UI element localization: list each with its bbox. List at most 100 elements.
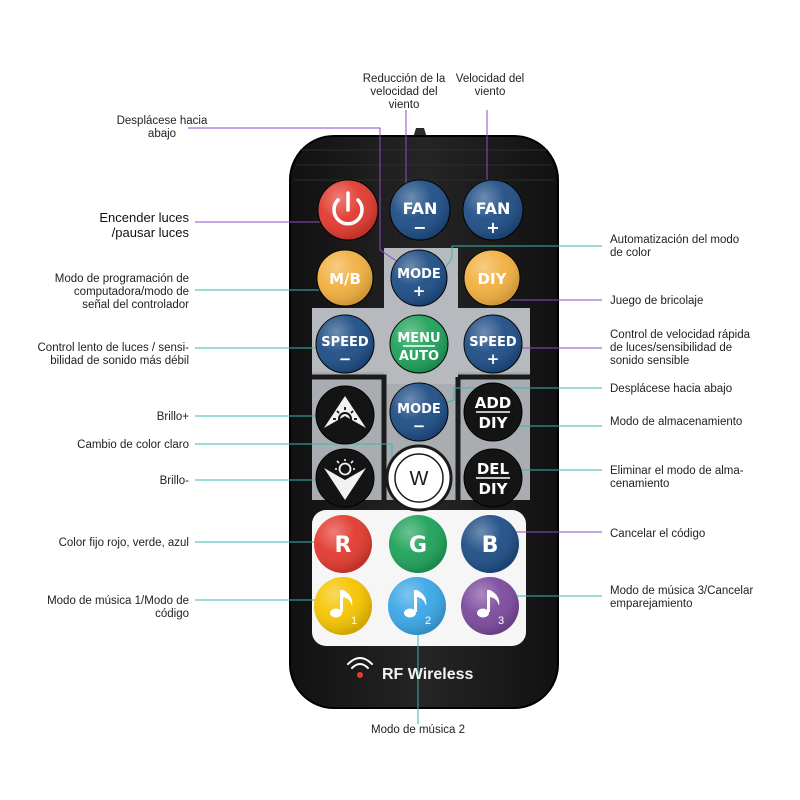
callout-storage-mode: Modo de almacenamiento: [610, 416, 742, 428]
speed-plus-button[interactable]: SPEED +: [463, 314, 523, 374]
add-diy-button[interactable]: ADD DIY: [463, 382, 523, 442]
white-button[interactable]: W: [385, 444, 453, 512]
callout-auto-color: Automatización del modo de color: [610, 234, 739, 259]
power-button[interactable]: [317, 179, 379, 241]
callout-line: viento: [475, 86, 506, 98]
callout-line: cenamiento: [610, 478, 669, 490]
callout-line: abajo: [148, 128, 176, 140]
callout-line: computadora/modo de: [74, 286, 189, 298]
b-label: B: [482, 533, 499, 558]
fan-plus-sign: +: [486, 218, 499, 237]
brightness-down-button[interactable]: [315, 448, 375, 508]
mode-plus-button[interactable]: MODE +: [390, 249, 448, 307]
mode-plus-label: MODE: [397, 267, 441, 282]
callout-line: Eliminar el modo de alma-: [610, 465, 744, 477]
auto-label: AUTO: [399, 349, 439, 364]
brightness-up-icon: [324, 396, 366, 428]
callout-fast-speed: Control de velocidad rápida de luces/sen…: [610, 329, 751, 367]
music-note-icon: [477, 590, 500, 618]
brightness-up-button[interactable]: [315, 385, 375, 445]
callout-line: Encender luces: [99, 210, 189, 225]
del-diy-label: DIY: [479, 480, 509, 498]
add-diy-label: DIY: [479, 414, 509, 432]
music-1-number: 1: [351, 615, 357, 627]
power-icon: [332, 191, 364, 226]
callout-line: Modo de programación de: [55, 273, 189, 285]
leader-scroll-down-top: [188, 127, 399, 263]
callout-line: /pausar luces: [112, 225, 190, 240]
callout-music3-mode: Modo de música 3/Cancelar emparejamiento: [610, 585, 753, 610]
callout-line: código: [155, 608, 189, 620]
callout-line: Control lento de luces / sensi-: [38, 342, 190, 354]
r-label: R: [335, 533, 352, 558]
callout-program-mode: Modo de programación de computadora/modo…: [55, 273, 189, 311]
speed-minus-button[interactable]: SPEED −: [315, 314, 375, 374]
callout-line: Reducción de la: [363, 73, 446, 85]
brand-text: RF Wireless: [382, 666, 474, 683]
callout-line: velocidad del: [370, 86, 437, 98]
menu-auto-button[interactable]: MENU AUTO: [389, 314, 449, 374]
fan-minus-label: FAN: [403, 199, 438, 218]
callout-slow-speed: Control lento de luces / sensi- bilidad …: [38, 342, 190, 367]
music-2-button[interactable]: 2: [388, 577, 446, 635]
callout-brightness-plus: Brillo+: [157, 411, 190, 423]
brightness-down-icon: [324, 459, 366, 500]
callout-line: Automatización del modo: [610, 234, 739, 246]
del-label: DEL: [477, 460, 510, 478]
callout-line: bilidad de sonido más débil: [50, 355, 189, 367]
callout-line: Modo de música 1/Modo de: [47, 595, 189, 607]
callout-diy-game: Juego de bricolaje: [610, 295, 703, 307]
diy-label: DIY: [478, 270, 508, 288]
callout-fixed-color: Color fijo rojo, verde, azul: [59, 537, 189, 549]
callout-line: Control de velocidad rápida: [610, 329, 751, 341]
mb-button[interactable]: M/B: [316, 249, 374, 307]
callout-scroll-down-top: Desplácese hacia abajo: [117, 115, 208, 140]
music-2-number: 2: [425, 615, 431, 627]
del-diy-button[interactable]: DEL DIY: [463, 448, 523, 508]
speed-plus-sign: +: [487, 350, 500, 368]
leader-auto-color: [439, 245, 602, 276]
music-3-button[interactable]: 3: [461, 577, 519, 635]
w-label: W: [410, 468, 429, 490]
menu-label: MENU: [397, 331, 440, 346]
add-label: ADD: [475, 394, 512, 412]
callout-line: de color: [610, 247, 651, 259]
mb-label: M/B: [329, 270, 361, 288]
music-1-button[interactable]: 1: [314, 577, 372, 635]
diy-button[interactable]: DIY: [463, 249, 521, 307]
brand: RF Wireless: [347, 657, 474, 683]
fan-minus-button[interactable]: FAN −: [389, 179, 451, 241]
callout-line: Desplácese hacia: [117, 115, 208, 127]
fan-plus-label: FAN: [476, 199, 511, 218]
green-button[interactable]: G: [389, 515, 447, 573]
callout-brightness-minus: Brillo-: [160, 475, 190, 487]
callout-delete-storage: Eliminar el modo de alma- cenamiento: [610, 465, 744, 490]
blue-button[interactable]: B: [461, 515, 519, 573]
callout-line: señal del controlador: [82, 299, 189, 311]
callout-top-speed: Velocidad del viento: [456, 73, 524, 98]
mode-minus-button[interactable]: MODE −: [389, 382, 449, 442]
speed-minus-sign: −: [339, 350, 352, 368]
music-note-icon: [330, 590, 353, 618]
callout-light-color-change: Cambio de color claro: [77, 439, 189, 451]
wireless-icon: [347, 657, 373, 678]
callout-music2-mode: Modo de música 2: [371, 724, 465, 736]
callout-line: Modo de música 3/Cancelar: [610, 585, 753, 597]
callout-line: emparejamiento: [610, 598, 692, 610]
callout-line: Velocidad del: [456, 73, 524, 85]
mode-plus-sign: +: [413, 282, 426, 300]
speed-plus-label: SPEED: [469, 335, 517, 350]
red-button[interactable]: R: [314, 515, 372, 573]
speed-minus-label: SPEED: [321, 335, 369, 350]
fan-minus-sign: −: [413, 218, 426, 237]
mode-minus-label: MODE: [397, 402, 441, 417]
callout-top-reduce: Reducción de la velocidad del viento: [363, 73, 446, 111]
callout-cancel-code: Cancelar el código: [610, 528, 705, 540]
callout-scroll-down-right: Desplácese hacia abajo: [610, 383, 732, 395]
music-note-icon: [404, 590, 427, 618]
mode-minus-sign: −: [413, 417, 426, 435]
fan-plus-button[interactable]: FAN +: [462, 179, 524, 241]
callout-music1-mode: Modo de música 1/Modo de código: [47, 595, 189, 620]
leader-scroll-down-right: [439, 387, 602, 406]
callout-power-on: Encender luces /pausar luces: [99, 210, 189, 240]
